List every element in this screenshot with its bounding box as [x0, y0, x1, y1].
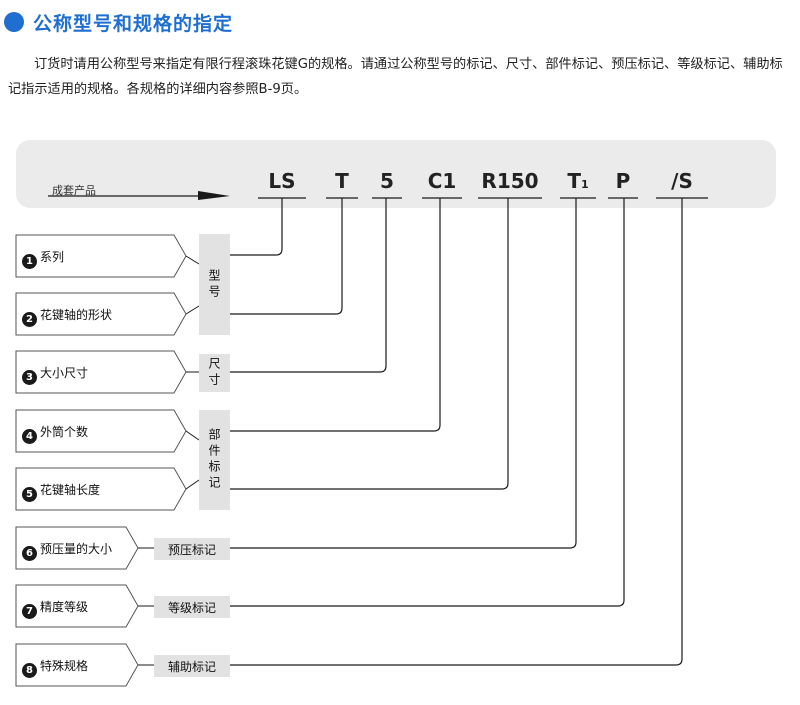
intro-paragraph: 订货时请用公称型号来指定有限行程滚珠花键G的规格。请通过公称型号的标记、尺寸、部… — [8, 57, 783, 97]
number-badge-icon: 4 — [22, 429, 37, 444]
group-grade: 等级标记 — [154, 596, 230, 618]
code-preload-main: T — [567, 169, 581, 193]
title-bullet-icon — [4, 12, 24, 32]
item-label: 系列 — [40, 250, 65, 264]
item-label: 大小尺寸 — [40, 366, 89, 380]
group-size: 尺寸 — [199, 354, 230, 392]
number-badge-icon: 8 — [22, 663, 37, 678]
code-band — [16, 140, 776, 208]
number-badge-icon: 5 — [22, 487, 37, 502]
section-title: 公称型号和规格的指定 — [33, 13, 234, 35]
item-shapes — [15, 234, 187, 687]
code-series: LS — [268, 169, 296, 193]
number-badge-icon: 7 — [22, 604, 37, 619]
group-model: 型号 — [199, 234, 230, 335]
item-label: 预压量的大小 — [40, 542, 113, 556]
item-label: 外筒个数 — [40, 425, 89, 439]
code-special: /S — [671, 169, 693, 193]
code-size: 5 — [380, 169, 394, 193]
code-preload-sub: 1 — [581, 178, 589, 191]
code-grade: P — [615, 169, 631, 193]
item-label: 特殊规格 — [40, 659, 89, 673]
code-shaft-length: R150 — [481, 169, 539, 193]
code-connector-lines — [230, 198, 683, 666]
item-label: 花键轴长度 — [40, 483, 101, 497]
number-badge-icon: 3 — [22, 370, 37, 385]
code-nut-count: C1 — [427, 169, 457, 193]
group-parts: 部件标记 — [199, 410, 230, 510]
group-aux: 辅助标记 — [154, 655, 230, 677]
number-badge-icon: 1 — [22, 254, 37, 269]
group-preload: 预压标记 — [154, 538, 230, 560]
product-arrowhead-icon — [198, 191, 230, 200]
item-to-group-lines — [138, 255, 200, 666]
item-label: 精度等级 — [40, 600, 89, 614]
number-badge-icon: 2 — [22, 312, 37, 327]
number-badge-icon: 6 — [22, 546, 37, 561]
item-label: 花键轴的形状 — [40, 308, 113, 322]
product-label: 成套产品 — [52, 184, 96, 197]
code-shaft-shape: T — [335, 169, 349, 193]
code-preload: T1 — [560, 169, 596, 193]
